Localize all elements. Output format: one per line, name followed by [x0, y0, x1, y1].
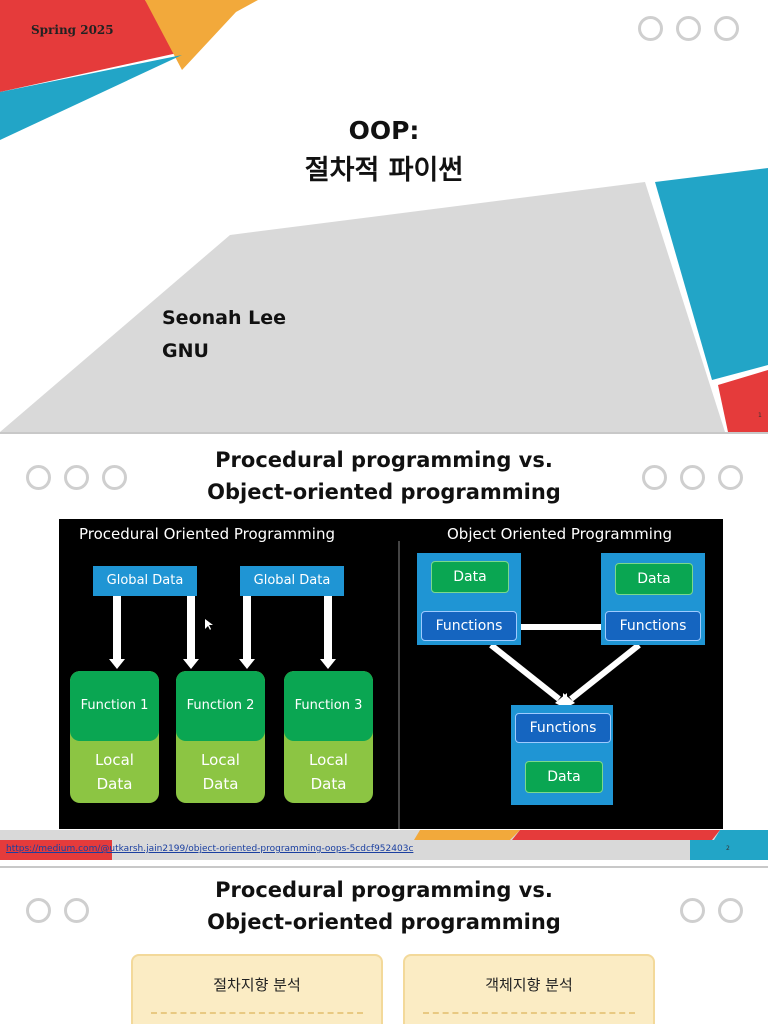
decor-circle — [26, 465, 51, 490]
slide2-footer: https://medium.com/@utkarsh.jain2199/obj… — [0, 840, 768, 860]
object-box: Data Functions — [601, 553, 705, 645]
function-block: Function 2 Local Data — [176, 671, 265, 803]
oop-heading: Object Oriented Programming — [447, 525, 672, 543]
decor-circle — [102, 465, 127, 490]
card-divider — [423, 1012, 635, 1014]
teal-shape-top-left — [0, 55, 182, 140]
card-title: 객체지향 분석 — [485, 976, 573, 994]
decor-circle — [676, 16, 701, 41]
procedural-heading: Procedural Oriented Programming — [79, 525, 335, 543]
procedural-arrows — [109, 594, 336, 669]
local-data-label: Local — [95, 751, 134, 769]
source-link[interactable]: https://medium.com/@utkarsh.jain2199/obj… — [6, 844, 414, 854]
object-box: Data Functions — [417, 553, 521, 645]
orange-shape-top — [145, 0, 258, 70]
title-slide: Spring 2025 OOP: 절차적 파이썬 Seonah Lee GNU … — [0, 0, 768, 432]
programming-paradigm-figure: Procedural Oriented Programming Object O… — [59, 519, 723, 829]
object-box: Functions Data — [511, 705, 613, 805]
card-divider — [151, 1012, 363, 1014]
author-name: Seonah Lee — [162, 307, 286, 329]
slide-title-line2: Object-oriented programming — [207, 480, 561, 504]
mouse-cursor-icon — [205, 619, 213, 630]
decor-circle — [718, 465, 743, 490]
slide-divider — [0, 866, 768, 868]
oop-arrows — [489, 624, 641, 702]
card-title: 절차지향 분석 — [213, 976, 301, 994]
slide-title-line1: OOP: — [348, 116, 420, 145]
decor-circle — [680, 898, 705, 923]
red-shape-bottom-right — [718, 370, 768, 432]
affiliation: GNU — [162, 340, 209, 362]
global-data-box: Global Data — [240, 566, 344, 596]
local-data-label: Data — [96, 775, 133, 793]
slide1-background-shapes — [0, 0, 768, 432]
function-label: Function 1 — [70, 671, 159, 741]
object-data: Data — [431, 561, 509, 593]
decor-circle — [64, 465, 89, 490]
page-number: 2 — [726, 845, 730, 852]
function-label: Function 2 — [176, 671, 265, 741]
slide-title-line2: 절차적 파이썬 — [304, 155, 464, 186]
comparison-slide: Procedural programming vs. Object-orient… — [0, 434, 768, 866]
local-data-label: Data — [202, 775, 239, 793]
object-functions: Functions — [605, 611, 701, 641]
procedural-analysis-card: 절차지향 분석 — [131, 954, 383, 1024]
function-block: Function 3 Local Data — [284, 671, 373, 803]
object-data: Data — [525, 761, 603, 793]
global-data-box: Global Data — [93, 566, 197, 596]
local-data-label: Local — [201, 751, 240, 769]
decor-circle — [64, 898, 89, 923]
decor-circle — [680, 465, 705, 490]
page-number: 1 — [758, 412, 762, 419]
slide-title-line1: Procedural programming vs. — [215, 878, 553, 902]
date-label: Spring 2025 — [31, 23, 114, 37]
red-shape-top-left — [0, 0, 182, 92]
decor-circle — [714, 16, 739, 41]
decor-circle — [26, 898, 51, 923]
slide-title-line2: Object-oriented programming — [207, 910, 561, 934]
function-label: Function 3 — [284, 671, 373, 741]
comparison-slide-2: Procedural programming vs. Object-orient… — [0, 868, 768, 1024]
local-data-label: Local — [309, 751, 348, 769]
oop-analysis-card: 객체지향 분석 — [403, 954, 655, 1024]
object-functions: Functions — [421, 611, 517, 641]
decor-circle — [642, 465, 667, 490]
local-data-label: Data — [310, 775, 347, 793]
teal-shape-right — [655, 168, 768, 380]
decor-circle — [638, 16, 663, 41]
gray-shape-center — [0, 182, 725, 432]
slide-title-line1: Procedural programming vs. — [215, 448, 553, 472]
function-block: Function 1 Local Data — [70, 671, 159, 803]
slide-divider — [0, 432, 768, 434]
object-data: Data — [615, 563, 693, 595]
object-functions: Functions — [515, 713, 611, 743]
decor-circle — [718, 898, 743, 923]
